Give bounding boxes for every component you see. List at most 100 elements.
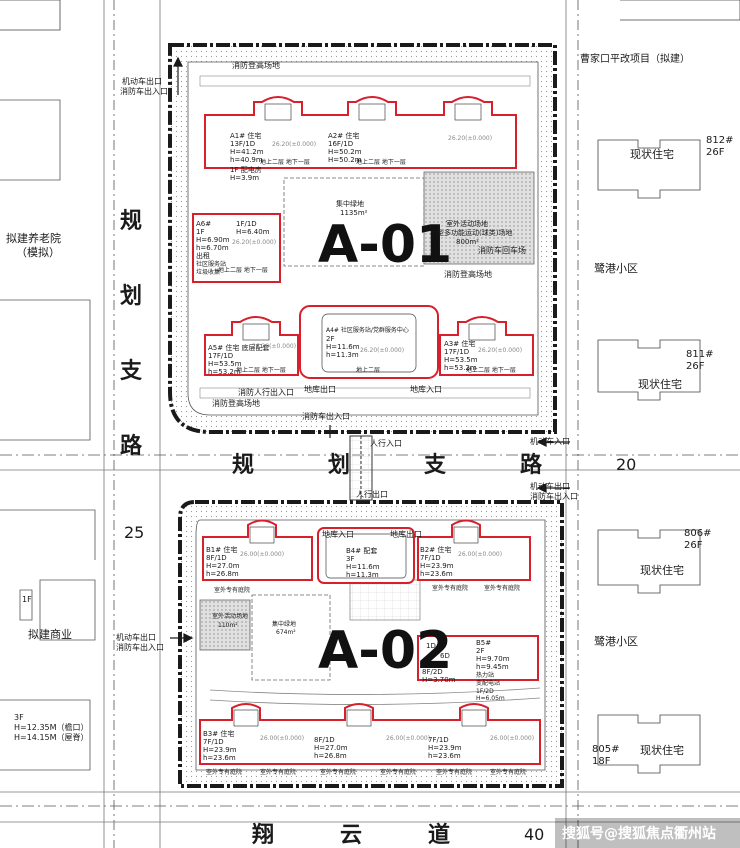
a02-outdoor-9: 室外专有庭院 [490, 768, 526, 776]
b5-f: 1F/2D [476, 688, 494, 695]
building-b1-outline [202, 519, 313, 581]
b1-name: B1# 住宅 [206, 545, 237, 554]
a02-motor-exit: 机动车出口 [116, 632, 156, 642]
a01-fire-turn: 消防车回车场 [478, 245, 526, 255]
b812-floors: 26F [706, 147, 725, 158]
building-a4-outline [299, 305, 439, 379]
a6-use: 出租 [196, 251, 210, 260]
b805-floors: 18F [592, 756, 611, 767]
existing-811-label: 现状住宅 [638, 377, 682, 391]
middle-motor-entry: 机动车入口 [530, 436, 570, 446]
a01-fire-ascent-top: 消防登高场地 [232, 60, 280, 70]
middle-road-char-3: 支 [424, 453, 447, 478]
a02-outdoor-4: 室外专有庭院 [206, 768, 242, 776]
bm-height: H=27.0m [314, 744, 348, 752]
sw-1f-label: 1F [22, 595, 32, 604]
a6-level: 26.20(±0.000) [232, 239, 276, 246]
a1-annex: 1F 配电房 [230, 165, 262, 174]
b2-height: H=23.9m [420, 562, 454, 570]
a4-height: H=11.6m [326, 343, 360, 351]
a02-outdoor-8: 室外专有庭院 [436, 768, 472, 776]
a02-fire-exit: 消防车出入口 [116, 642, 164, 652]
b5-height-2: h=9.45m [476, 663, 509, 671]
b4-name: B4# 配套 [346, 546, 377, 555]
west-road-char-1: 规 [120, 209, 142, 234]
a01-basement-entry: 地库入口 [410, 384, 442, 394]
b2-floors: 7F/1D [420, 554, 441, 562]
a01-buildings [192, 96, 534, 379]
a02-outdoor-2: 室外专有庭院 [432, 584, 468, 592]
a02-outdoor-5: 室外专有庭院 [260, 768, 296, 776]
south-road-char-3: 道 [428, 822, 450, 848]
a2-level-label: 地上二层 地下一层 [356, 158, 406, 166]
existing-housing-blocks [0, 0, 740, 774]
a2-level: 26.20(±0.000) [448, 135, 492, 142]
a6-level-label: 地上二层 地下一层 [218, 266, 268, 274]
a5-level-label: 地上二层 地下一层 [236, 366, 286, 374]
west-road-width: 25 [124, 523, 144, 542]
a1-annex-height: H=3.9m [230, 174, 259, 182]
b3-height-2: h=23.6m [203, 754, 236, 762]
b5-cross: 1D [426, 642, 436, 650]
a2-height-2: H=50.2m [328, 156, 362, 164]
a01-sport-area: 800m² [456, 238, 479, 246]
b812-num: 812# [706, 135, 733, 146]
a6-height-2: h=6.70m [196, 244, 229, 252]
b5-use: 热力站 [476, 671, 494, 679]
a6-name: A6# [196, 220, 211, 228]
elderly-home-label: 拟建养老院 [6, 231, 61, 245]
a2-floors: 16F/1D [328, 140, 353, 148]
a02-sport-area: 110m² [218, 622, 238, 629]
south-road-width: 40 [524, 825, 544, 844]
a01-fire-entry-bottom: 消防车出入口 [302, 411, 350, 421]
b1-height: H=27.0m [206, 562, 240, 570]
a01-fire-ascent-mid: 消防登高场地 [444, 269, 492, 279]
building-a5-outline [204, 316, 299, 376]
be-height-2: h=23.6m [428, 752, 461, 760]
a4-level-label: 地上二层 [356, 366, 380, 374]
a5-level: 26.20(±0.000) [252, 343, 296, 350]
middle-road-width: 20 [616, 455, 636, 474]
building-a3-outline [439, 316, 534, 376]
text-layer: A-01 A-02 规 划 支 路 25 规 划 支 路 20 翔 云 道 40… [6, 52, 733, 848]
a1-floors: 13F/1D [230, 140, 255, 148]
be-level: 26.00(±0.000) [490, 735, 534, 742]
connecting-ramp [349, 435, 373, 501]
sw-building-line-2: H=12.35M（檐口） [14, 722, 89, 732]
middle-ped-exit: 人行出口 [356, 489, 388, 499]
b5-floors: 2F [476, 647, 484, 655]
a01-green-title: 集中绿地 [336, 199, 364, 208]
building-cores [242, 103, 496, 373]
a1-name: A1# 住宅 [230, 131, 261, 140]
building-b5-outline [417, 635, 539, 681]
lugang-label-2: 鹭港小区 [594, 634, 638, 648]
b806-num: 806# [684, 528, 711, 539]
watermark-backdrop [555, 818, 740, 848]
a3-name: A3# 住宅 [444, 339, 475, 348]
a02-outdoor-1: 室外专有庭院 [214, 586, 250, 594]
b3-level: 26.00(±0.000) [260, 735, 304, 742]
a1-level-label: 地上二层 地下一层 [260, 158, 310, 166]
b5-use-2: 变配电站 [476, 679, 500, 687]
a6-floors: 1F [196, 228, 204, 236]
b2-height-2: h=23.6m [420, 570, 453, 578]
entry-arrows [170, 56, 570, 643]
west-road-char-4: 路 [120, 433, 143, 459]
site-label-a01: A-01 [318, 215, 452, 275]
a01-sport-line-1: 室外活动场地 [446, 219, 488, 228]
b3-height: H=23.9m [203, 746, 237, 754]
a4-floors: 2F [326, 335, 334, 343]
a1-height-2: h=40.9m [230, 156, 263, 164]
b1-floors: 8F/1D [206, 554, 227, 562]
a02-green-area: 674m² [276, 629, 296, 636]
south-road-char-2: 云 [340, 823, 362, 848]
b4-height: H=11.6m [346, 563, 380, 571]
a3-level: 26.20(±0.000) [478, 347, 522, 354]
a01-ped-entry: 消防人行出入口 [238, 387, 294, 397]
b4-height-2: h=11.3m [346, 571, 379, 579]
building-b2-outline [417, 519, 531, 581]
site-label-a02: A-02 [318, 621, 452, 681]
a02-sport-title: 室外活动场地 [212, 612, 248, 620]
b1-level: 26.00(±0.000) [240, 551, 284, 558]
